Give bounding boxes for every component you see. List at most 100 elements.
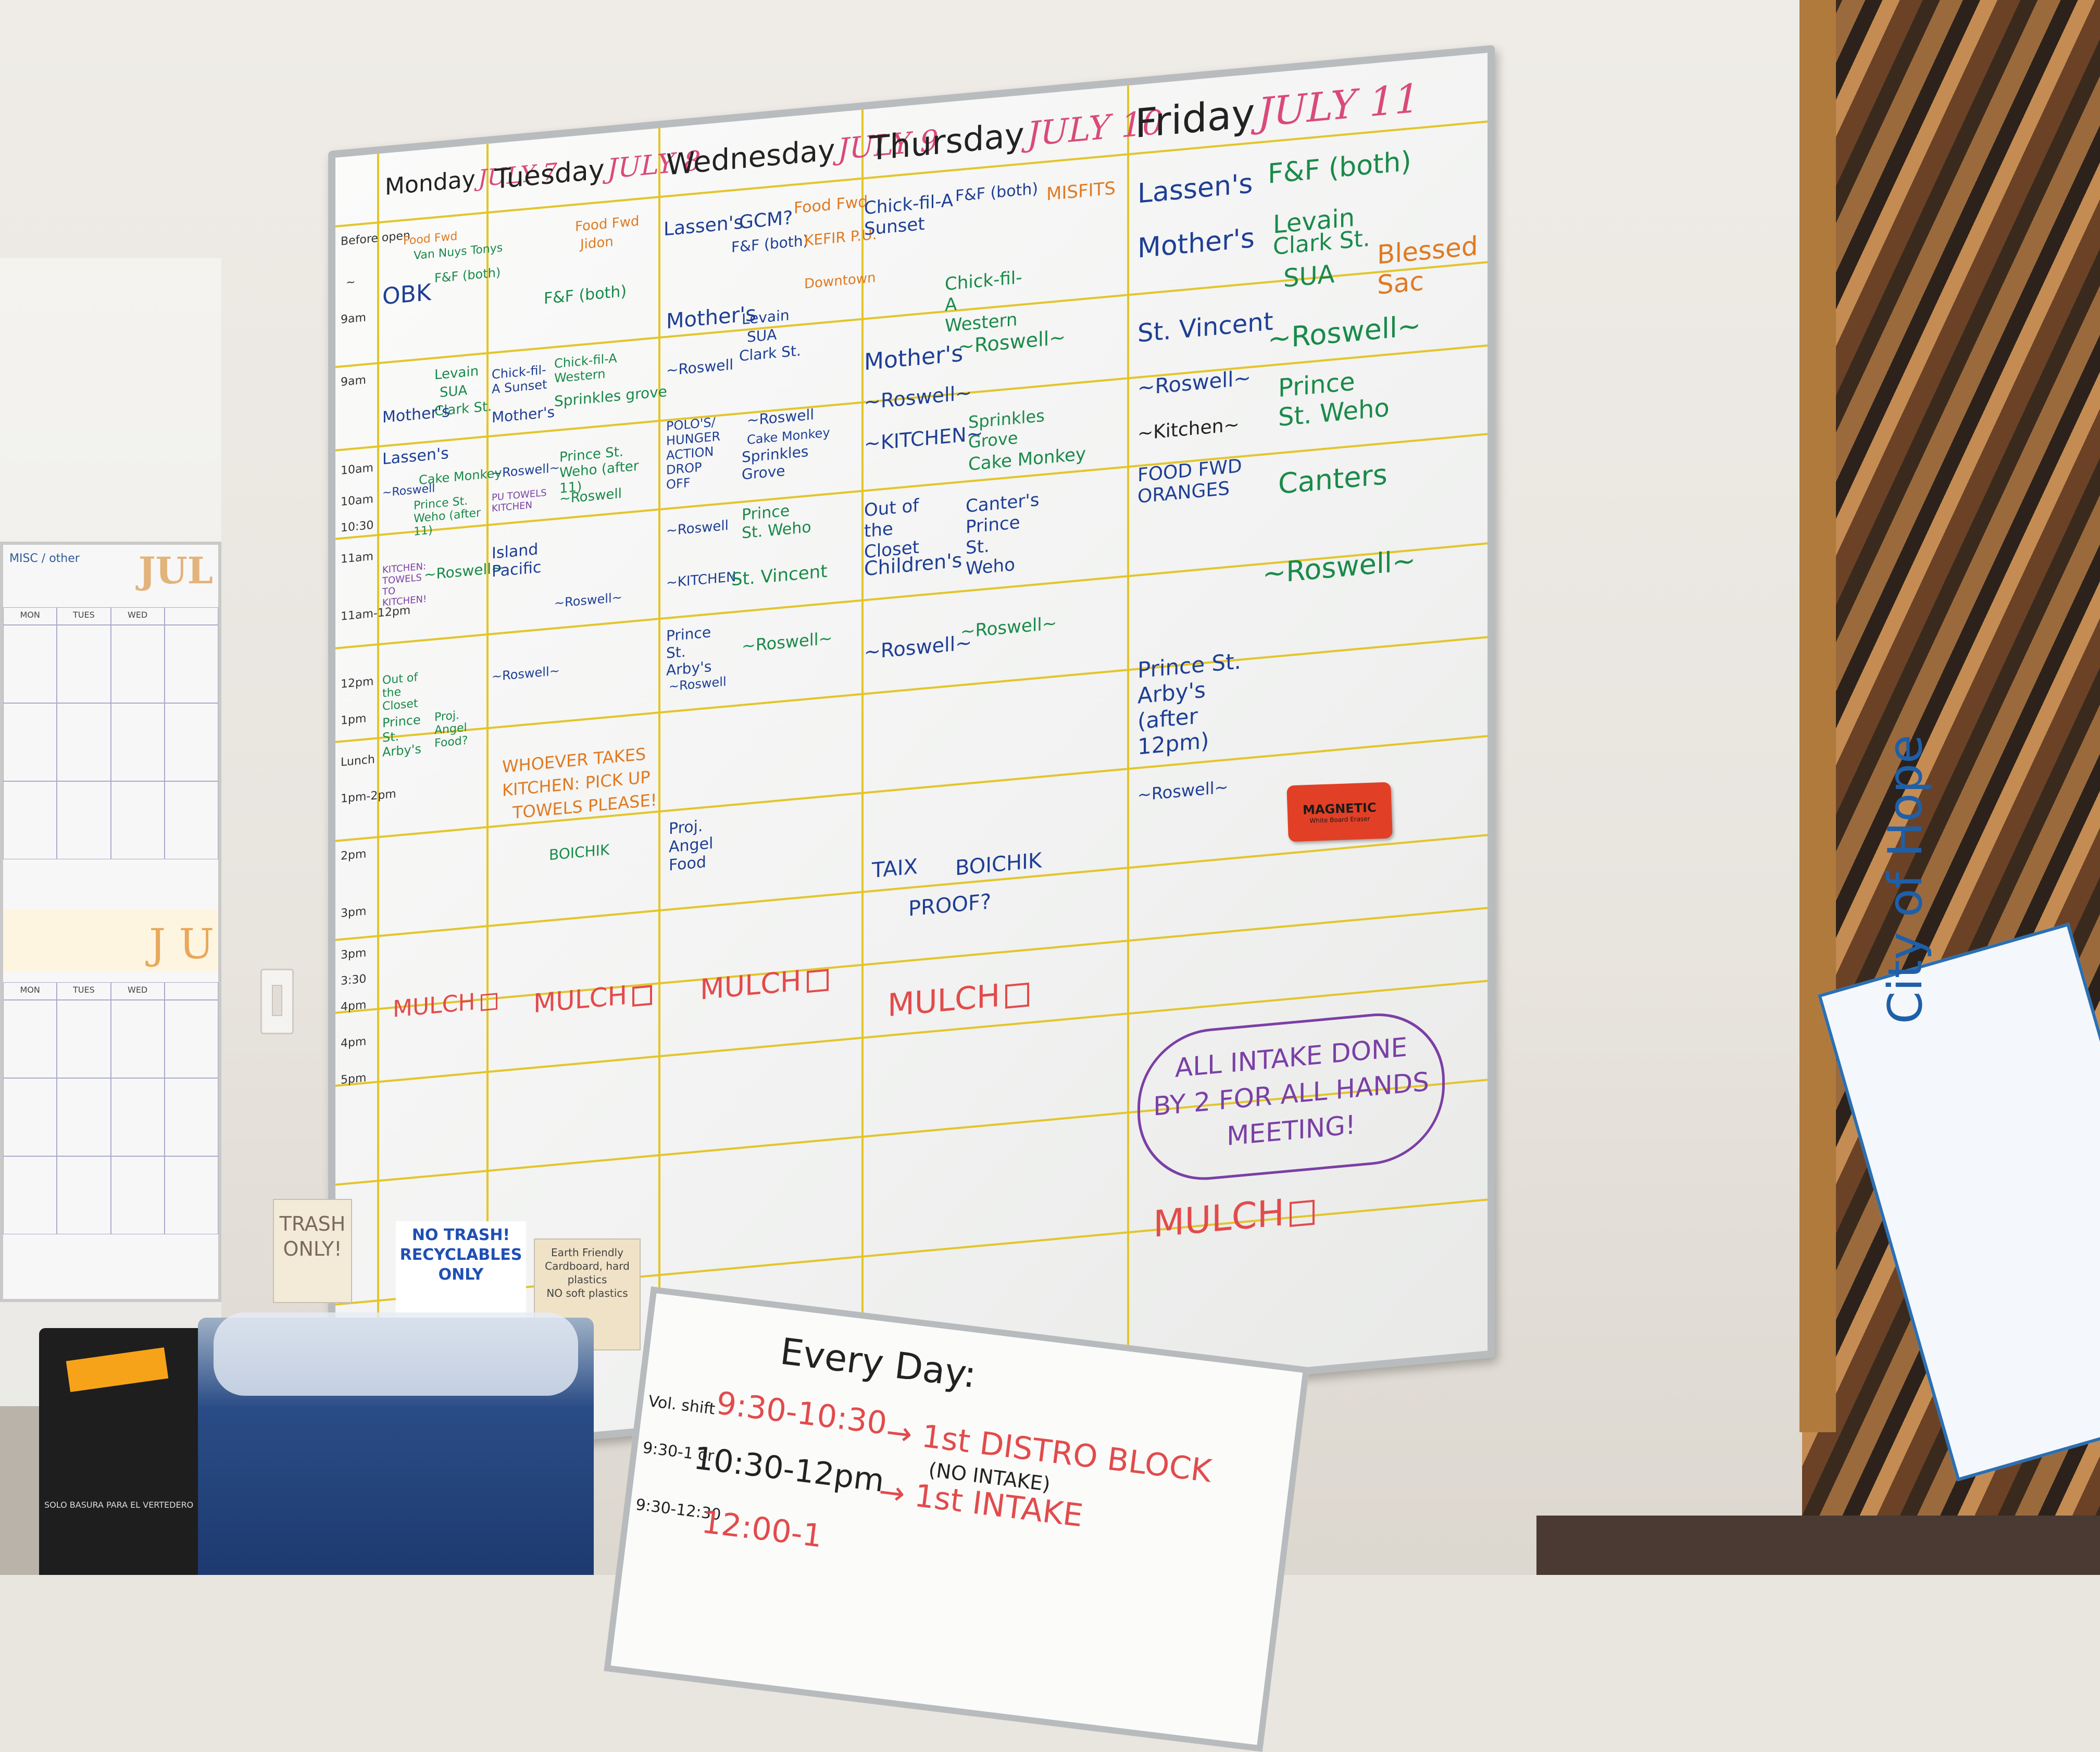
time-label: 1pm bbox=[341, 712, 367, 728]
time-label: 5pm bbox=[341, 1071, 367, 1087]
calendar-grid-second: MON TUES WED bbox=[3, 982, 218, 1234]
entry-thursday: Mother's bbox=[864, 340, 964, 376]
calendar-day-header: MON bbox=[3, 607, 57, 625]
sign-line: plastics bbox=[567, 1273, 607, 1286]
calendar-header: MISC / other bbox=[9, 552, 80, 565]
mulch-checkbox[interactable] bbox=[1290, 1199, 1315, 1227]
entry-wednesday: Sprinkles Grove bbox=[742, 443, 809, 483]
calendar-cell bbox=[110, 703, 165, 781]
time-label: 9am bbox=[341, 373, 366, 389]
entry-friday: Canters bbox=[1278, 457, 1388, 501]
time-label: 4pm bbox=[341, 998, 367, 1014]
entry-wednesday: GCM? bbox=[739, 207, 793, 234]
time-label: 12pm bbox=[341, 675, 374, 691]
time-label: 11am bbox=[341, 550, 373, 566]
trash-only-sign: TRASH ONLY! bbox=[273, 1199, 352, 1303]
calendar-cell bbox=[57, 1078, 111, 1156]
time-label: 4pm bbox=[341, 1035, 367, 1050]
entry-thursday: ~Roswell~ bbox=[864, 381, 972, 414]
entry-thursday: TAIX bbox=[872, 854, 918, 883]
calendar-cell bbox=[110, 1078, 165, 1156]
day-name: Friday bbox=[1135, 90, 1255, 147]
entry-monday: Out of the Closet bbox=[382, 671, 418, 714]
entry-wednesday: F&F (both) bbox=[731, 232, 809, 256]
calendar-cell bbox=[110, 781, 165, 859]
day-name: Monday bbox=[385, 166, 476, 201]
calendar-day-header: TUES bbox=[57, 607, 111, 625]
entry-wednesday: Prince St. Arby's bbox=[666, 623, 712, 679]
day-name: Tuesday bbox=[494, 154, 605, 195]
entry-monday: OBK bbox=[382, 279, 431, 310]
time-label: 1pm-2pm bbox=[341, 787, 396, 806]
calendar-cell bbox=[57, 781, 111, 859]
time-label: 10am bbox=[341, 461, 373, 478]
calendar-cell bbox=[3, 1000, 57, 1078]
mulch-thursday: MULCH bbox=[888, 974, 1030, 1024]
calendar-title: JUL bbox=[138, 549, 213, 592]
entry-wednesday: ~Roswell bbox=[747, 406, 815, 429]
mulch-checkbox[interactable] bbox=[480, 993, 497, 1011]
entry-tuesday: BOICHIK bbox=[549, 841, 610, 864]
calendar-day-header: MON bbox=[3, 982, 57, 1000]
entry-wednesday: Food Fwd bbox=[794, 192, 868, 218]
entry-wednesday: Lassen's bbox=[664, 211, 744, 241]
entry-wednesday: Prince St. Weho bbox=[742, 502, 811, 543]
calendar-cell bbox=[57, 1156, 111, 1234]
tape-line bbox=[1127, 85, 1129, 1384]
bin-label: SOLO BASURA PARA EL VERTEDERO bbox=[44, 1500, 194, 1510]
mulch-checkbox[interactable] bbox=[1005, 982, 1030, 1009]
light-switch[interactable] bbox=[260, 969, 294, 1034]
calendar-july-banner: J U bbox=[3, 909, 218, 972]
entry-tuesday: Chick-fil-A Western bbox=[554, 351, 617, 386]
calendar-cell bbox=[164, 1000, 218, 1078]
entry-wednesday: ~Roswell~ bbox=[742, 628, 833, 656]
entry-monday: Mother's bbox=[382, 402, 450, 427]
check-brand: City of Hope bbox=[1878, 734, 1933, 1024]
calendar-cell bbox=[164, 625, 218, 703]
mulch-checkbox[interactable] bbox=[806, 969, 829, 993]
entry-tuesday: ~Roswell~ bbox=[554, 590, 622, 611]
counter bbox=[1536, 1516, 2100, 1575]
calendar-cell bbox=[110, 1000, 165, 1078]
calendar-day-header: TUES bbox=[57, 982, 111, 1000]
entry-thursday: Sprinkles Grove bbox=[968, 405, 1045, 453]
entry-monday: Food Fwd bbox=[403, 230, 458, 248]
mulch-label: MULCH bbox=[393, 988, 476, 1023]
entry-monday: Prince St. Weho (after 11) bbox=[414, 494, 481, 539]
entry-thursday: F&F (both) bbox=[955, 179, 1039, 206]
tape-line bbox=[335, 834, 1488, 941]
sign-line: ONLY! bbox=[283, 1237, 342, 1260]
time-label: 3pm bbox=[341, 905, 367, 920]
sign-line: NO TRASH! bbox=[411, 1226, 510, 1244]
tape-line bbox=[377, 154, 379, 1452]
day-name: Wednesday bbox=[666, 133, 835, 182]
calendar-cell bbox=[3, 703, 57, 781]
mulch-checkbox[interactable] bbox=[632, 984, 653, 1007]
calendar-day-header: WED bbox=[110, 982, 165, 1000]
mulch-label: MULCH bbox=[700, 964, 802, 1007]
entry-friday: FOOD FWD ORANGES bbox=[1138, 455, 1242, 508]
sign-line: TRASH bbox=[279, 1212, 346, 1235]
sign-line: NO soft plastics bbox=[546, 1287, 628, 1299]
day-header-thursday: Thursday JULY 10 bbox=[869, 103, 1164, 168]
entry-thursday: MISFITS bbox=[1046, 178, 1116, 205]
daily-schedule-board: Every Day: Vol. shift 9:30-10:30 → 1st D… bbox=[604, 1286, 1310, 1752]
whiteboard-eraser[interactable]: MAGNETIC White Board Eraser bbox=[1286, 782, 1393, 842]
entry-wednesday: Levain bbox=[742, 306, 790, 328]
entry-tuesday: Mother's bbox=[492, 403, 555, 427]
calendar-cell bbox=[164, 1078, 218, 1156]
calendar-cell bbox=[57, 703, 111, 781]
entry-monday: SUA bbox=[440, 382, 468, 401]
wood-door-frame bbox=[1799, 0, 1836, 1432]
entry-tuesday: Chick-fil-A Sunset bbox=[492, 362, 547, 397]
cardboard-sign: Earth Friendly Cardboard, hard plastics … bbox=[534, 1238, 641, 1350]
calendar-cell bbox=[110, 1156, 165, 1234]
schedule-time: 10:30-12pm bbox=[692, 1440, 886, 1500]
time-label: 10am bbox=[341, 493, 373, 509]
entry-tuesday: F&F (both) bbox=[544, 282, 627, 308]
schedule-title: Every Day: bbox=[778, 1330, 979, 1396]
calendar-cell bbox=[3, 625, 57, 703]
day-name: Thursday bbox=[869, 116, 1024, 169]
calendar-cell bbox=[57, 1000, 111, 1078]
entry-thursday: PROOF? bbox=[908, 890, 992, 921]
